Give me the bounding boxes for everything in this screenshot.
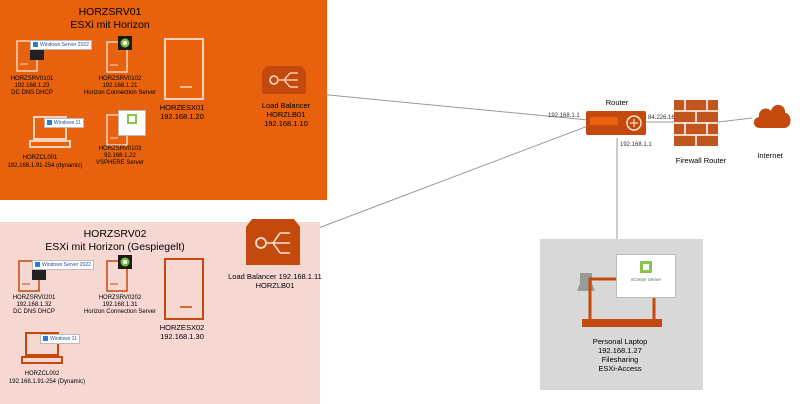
esx01-ip: 192.168.1.20	[160, 112, 204, 121]
windows-logo-icon	[43, 336, 48, 341]
cl001-name: HORZCL001	[22, 155, 58, 161]
cl002-name: HORZCL002	[24, 371, 60, 377]
lb1-name: HORZLB01	[266, 110, 306, 119]
srv0202-ip: 192.168.1.31	[102, 302, 138, 308]
load-balancer-icon	[262, 66, 306, 94]
srv0201-ip: 192.168.1.32	[16, 302, 52, 308]
vcenter-icon	[127, 114, 137, 124]
laptop-role1: Filesharing	[601, 355, 639, 364]
panel-horzsrv01: HORZSRV01 ESXi mit Horizon Windows Serve…	[0, 0, 327, 200]
lb2-line1: Load Balancer 192.168.1.11	[228, 272, 322, 281]
router-ip-bottom: 192.168.1.1	[620, 142, 652, 148]
lb1-title: Load Balancer	[261, 101, 311, 110]
panel-personal-laptop: vCenter Server Personal Laptop 192.168.1…	[540, 239, 703, 390]
load-balancer-icon	[246, 219, 300, 265]
srv0101-role: DC DNS DHCP	[11, 90, 53, 96]
srv0202-name: HORZSRV0202	[98, 295, 142, 301]
laptop-icon	[29, 116, 71, 148]
vcenter-card	[118, 110, 146, 136]
windows-server-badge: Windows Server 2022	[32, 260, 94, 270]
vcenter-card-label: vCenter Server	[630, 277, 662, 282]
cl001-ip: 192.168.1.91-254 (dynamic)	[7, 163, 83, 169]
vcenter-card: vCenter Server	[616, 254, 676, 298]
srv0103-ip: 92.168.1.22	[104, 153, 136, 159]
srv0102-ip: 192.168.1.21	[102, 83, 138, 89]
panel2-subtitle: ESXi mit Horizon (Gespiegelt)	[45, 241, 185, 253]
horizon-icon	[118, 255, 132, 269]
esx02-name: HORZESX02	[159, 323, 205, 332]
server-tray-icon	[30, 50, 44, 60]
router-ip-left: 192.168.1.1	[548, 113, 580, 119]
internet-title: Internet	[757, 151, 783, 160]
server-icon	[106, 41, 128, 73]
windows-logo-icon	[35, 262, 40, 267]
srv0103-role: VSPHERE Server	[95, 160, 144, 166]
laptop-ip: 192.168.1.27	[598, 346, 642, 355]
cloud-icon	[753, 104, 791, 128]
link-firewall-internet	[717, 117, 753, 123]
windows-server-badge: Windows Server 2022	[30, 40, 92, 50]
lb2-line2: HORZLB01	[255, 281, 295, 290]
esx01-name: HORZESX01	[159, 103, 205, 112]
esx-host-icon	[164, 38, 204, 100]
firewall-icon	[674, 100, 718, 146]
cl002-ip: 192.168.1.91-254 (Dynamic)	[8, 379, 86, 385]
windows-11-badge: Windows 11	[44, 118, 84, 128]
vcenter-icon	[640, 261, 652, 273]
router-icon	[586, 111, 646, 135]
link-lb2-router	[299, 125, 589, 236]
server-tray-icon	[32, 270, 46, 280]
link-lb1-router	[317, 93, 589, 121]
srv0101-ip: 192.168.1.23	[14, 83, 50, 89]
windows-logo-icon	[47, 120, 52, 125]
srv0103-name: HORZSRV0103	[98, 146, 142, 152]
windows-11-badge: Windows 11	[40, 334, 80, 344]
panel1-title: HORZSRV01	[78, 6, 142, 18]
srv0101-name: HORZSRV0101	[10, 76, 54, 82]
horizon-icon	[118, 36, 132, 50]
router-title: Router	[605, 98, 629, 107]
srv0201-role: DC DNS DHCP	[13, 309, 55, 315]
srv0102-role: Horizon Connection Server	[83, 90, 157, 96]
srv0201-name: HORZSRV0201	[12, 295, 56, 301]
srv0102-name: HORZSRV0102	[98, 76, 142, 82]
esx02-ip: 192.168.1.30	[160, 332, 204, 341]
server-icon	[106, 260, 128, 292]
laptop-icon	[21, 332, 63, 364]
firewall-title: Firewall Router	[675, 156, 727, 165]
laptop-title: Personal Laptop	[592, 337, 648, 346]
lb1-ip: 192.168.1.10	[264, 119, 308, 128]
windows-logo-icon	[33, 42, 38, 47]
panel2-title: HORZSRV02	[83, 228, 147, 240]
srv0202-role: Horizon Connection Server	[83, 309, 157, 315]
laptop-role2: ESXi-Access	[598, 364, 642, 373]
panel1-subtitle: ESXi mit Horizon	[70, 19, 150, 31]
router-ip-right: 84.226.16	[648, 115, 675, 121]
esx-host-icon	[164, 258, 204, 320]
